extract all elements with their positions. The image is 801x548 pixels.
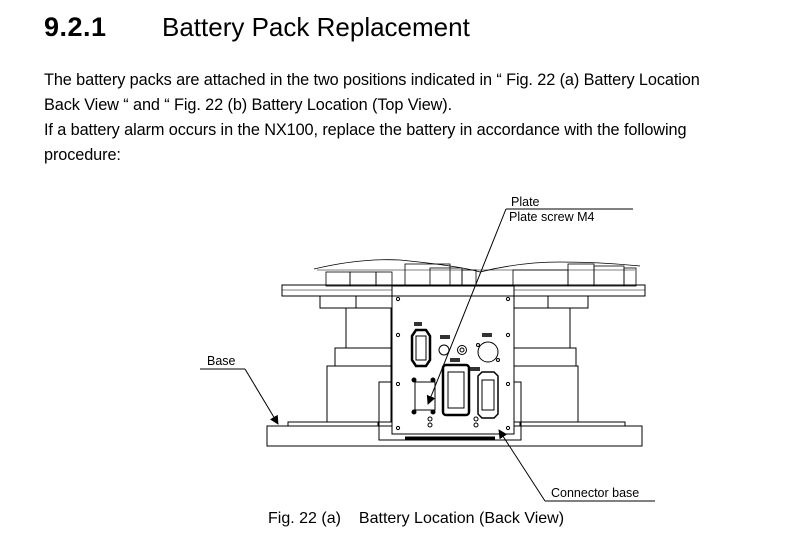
base-leader [200,368,279,425]
robot-top-cover [313,259,641,287]
battery-cover [411,377,436,428]
connector-right [470,367,499,428]
paragraph-line: If a battery alarm occurs in the NX100, … [44,121,687,139]
paragraph-battery-location: The battery packs are attached in the tw… [44,68,700,118]
air-fitting [438,335,467,356]
round-connector [476,333,500,363]
connector-top-left [410,322,432,368]
paragraph-battery-alarm: If a battery alarm occurs in the NX100, … [44,118,687,168]
callout-connector-base: Connector base [551,486,640,500]
paragraph-line: procedure: [44,146,121,164]
section-heading: 9.2.1 Battery Pack Replacement [44,12,470,46]
section-title: Battery Pack Replacement [162,12,470,42]
callout-plate: Plate [511,195,540,209]
figure-title: Battery Location (Back View) [358,510,565,527]
plate-leader [426,208,633,405]
connector-center [441,358,471,417]
connector-base-leader [498,429,655,502]
figure-number: Fig. 22 (a) [268,510,341,527]
callout-plate-screw: Plate screw M4 [509,210,595,224]
figure-caption: Fig. 22 (a) Battery Location (Back View) [268,510,564,528]
section-number: 9.2.1 [44,12,107,42]
paragraph-line: Back View “ and “ Fig. 22 (b) Battery Lo… [44,96,453,114]
paragraph-line: The battery packs are attached in the tw… [44,71,700,89]
callout-base: Base [207,354,236,368]
